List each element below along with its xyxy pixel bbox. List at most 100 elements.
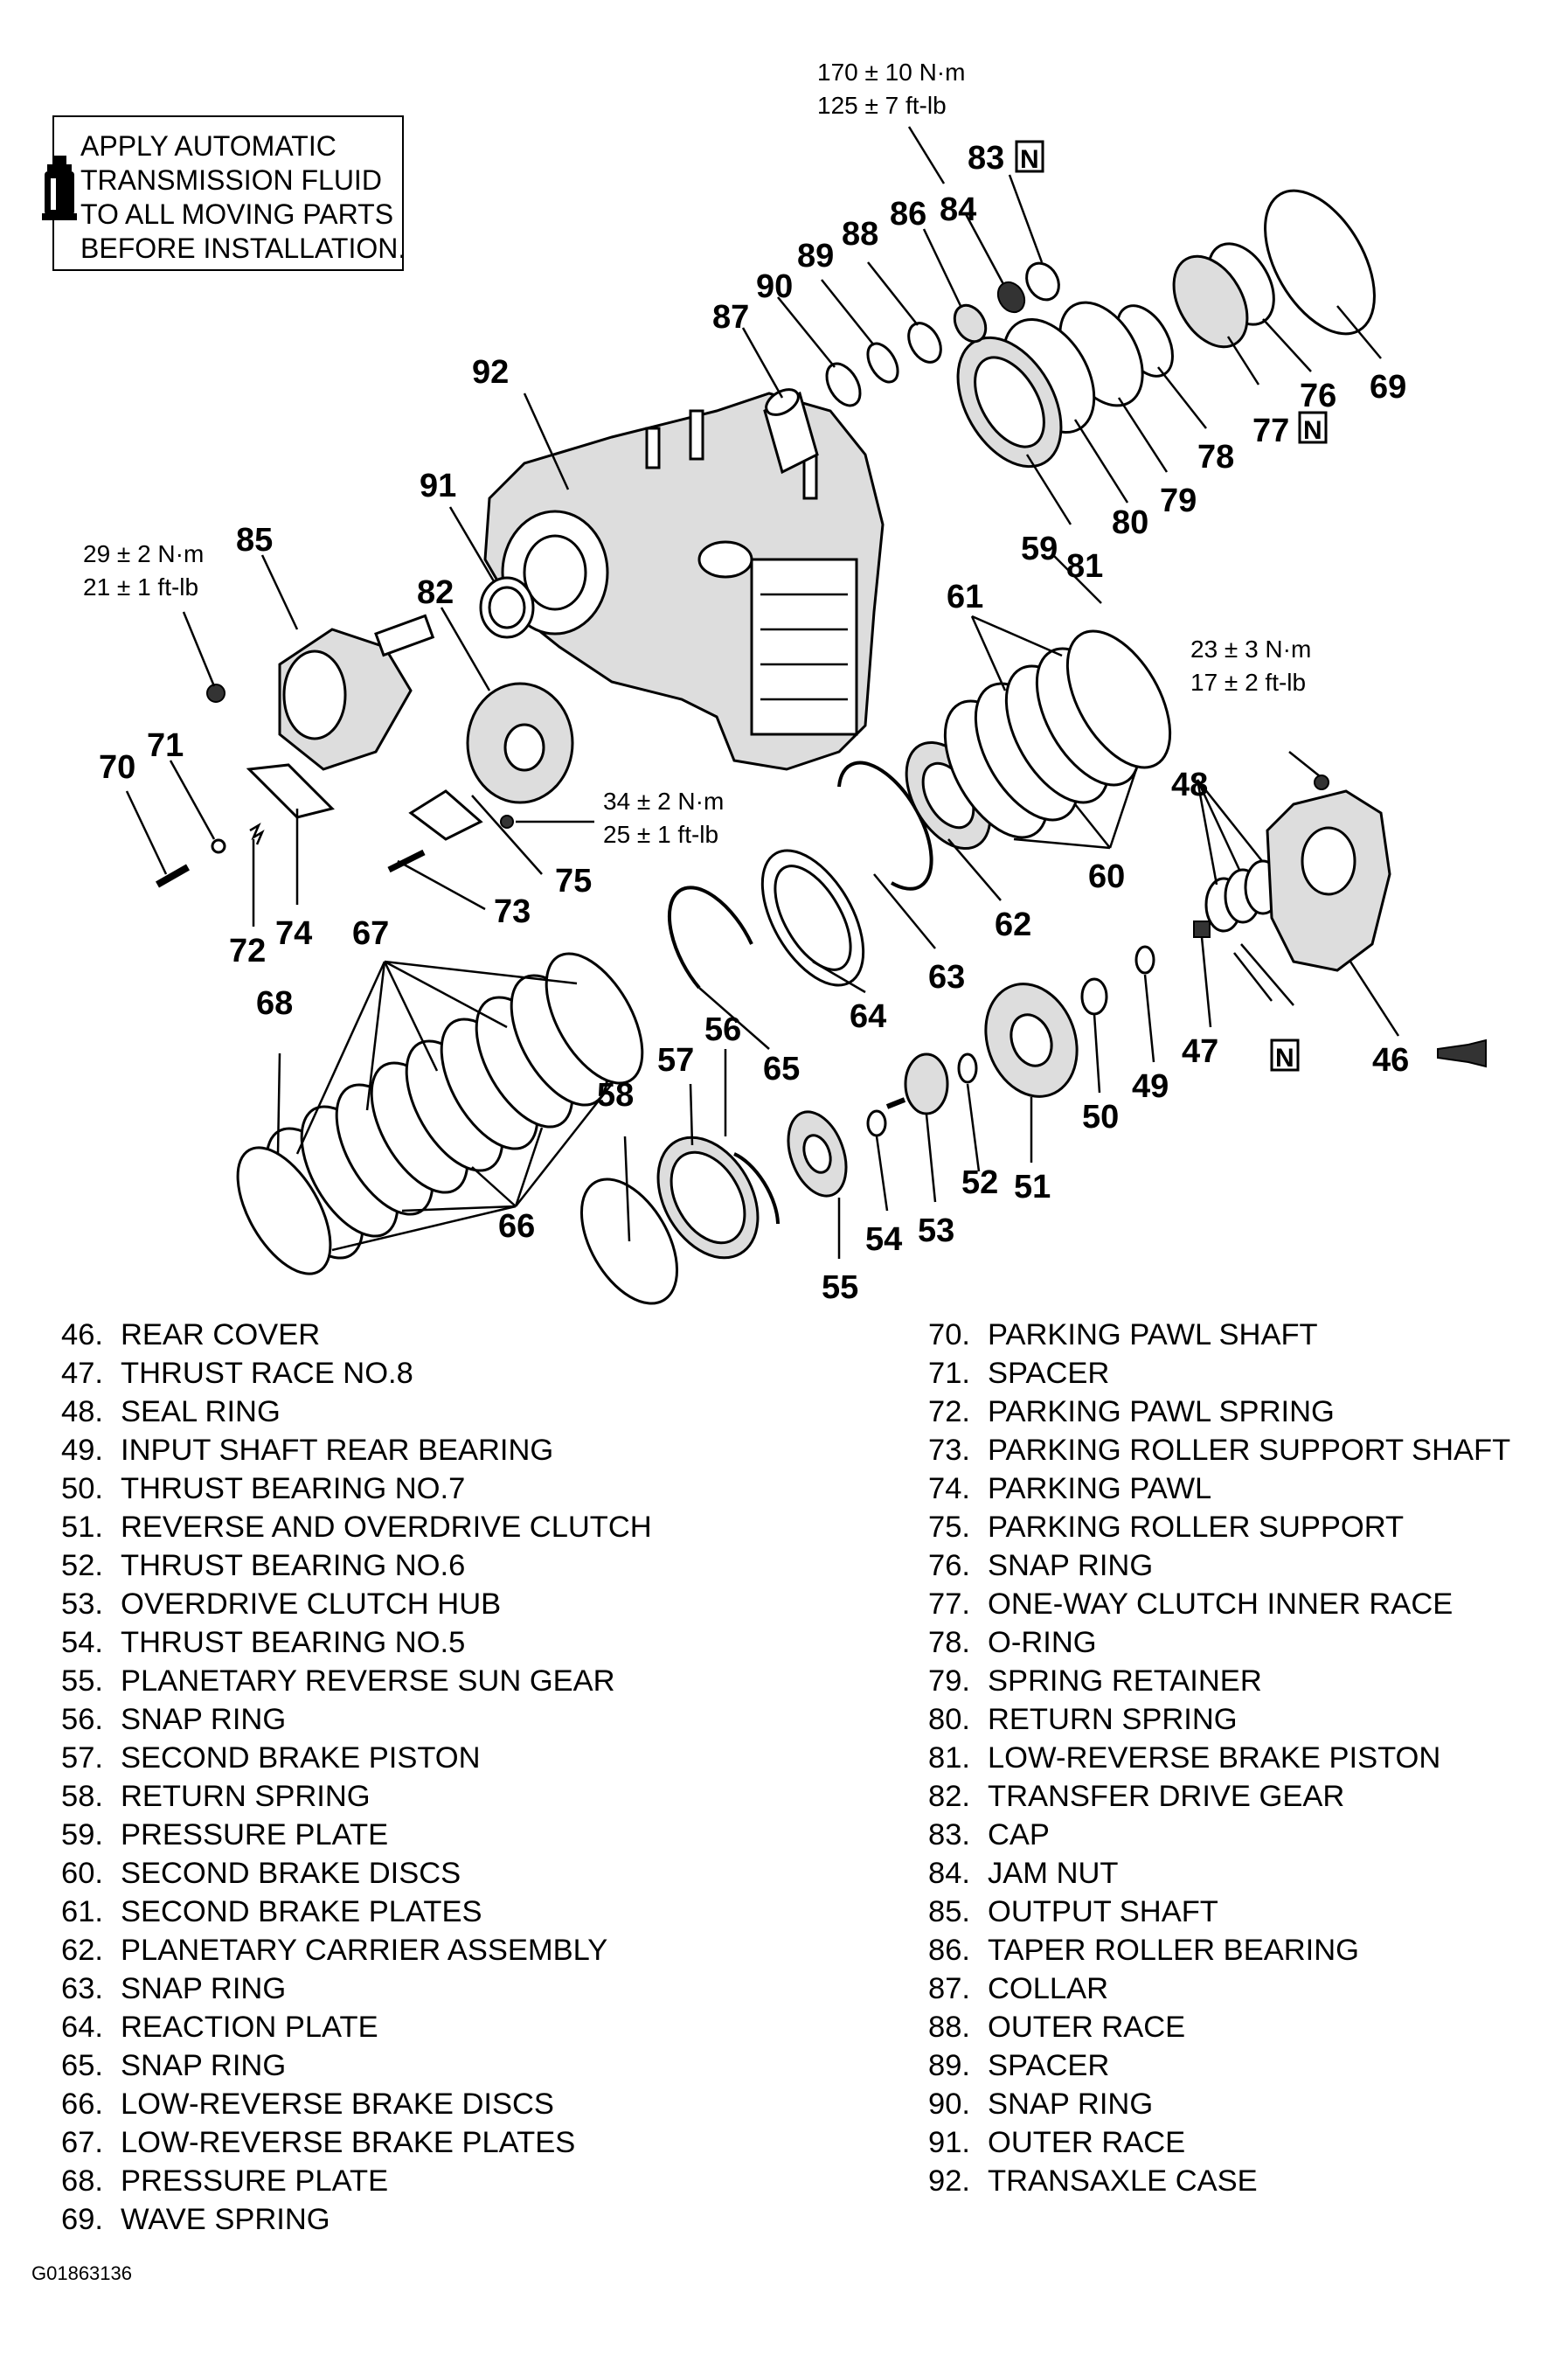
legend-part-name: SNAP RING: [121, 1703, 287, 1736]
new-part-marks: N N N: [1015, 140, 1328, 1073]
legend-part-number: 60.: [61, 1857, 103, 1890]
thrust-bearing-54: [866, 1109, 887, 1137]
new-mark-83: N: [1020, 145, 1039, 174]
callout-80: 80: [1112, 504, 1148, 541]
wave-spring-69: [1264, 189, 1376, 336]
callout-53: 53: [918, 1212, 954, 1249]
legend-row: 51.REVERSE AND OVERDRIVE CLUTCH: [31, 1508, 652, 1546]
torque-85-nm: 29 ± 2 N·m: [83, 540, 204, 567]
parking-pawl-spring-72: [249, 822, 265, 845]
callout-82: 82: [417, 574, 454, 611]
legend-part-number: 90.: [928, 2088, 970, 2121]
callout-65: 65: [763, 1051, 800, 1087]
callout-51: 51: [1014, 1169, 1051, 1205]
callout-70: 70: [99, 749, 135, 786]
legend-part-number: 82.: [928, 1780, 970, 1813]
legend-part-name: SNAP RING: [988, 1549, 1154, 1582]
legend-part-number: 59.: [61, 1818, 103, 1851]
legend-row: 49. INPUT SHAFT REAR BEARING: [31, 1431, 652, 1469]
legend-part-number: 53.: [61, 1587, 103, 1621]
legend-row: 50.THRUST BEARING NO.7: [31, 1469, 652, 1508]
pressure-plate-68: [236, 1146, 332, 1275]
legend-row: 66.LOW-REVERSE BRAKE DISCS: [31, 2085, 652, 2123]
callout-56: 56: [704, 1011, 741, 1048]
legend-part-number: 84.: [928, 1857, 970, 1890]
legend-part-name: SPACER: [988, 1357, 1110, 1390]
callout-64: 64: [850, 998, 886, 1035]
legend-row: 68.PRESSURE PLATE: [31, 2162, 652, 2200]
legend-row: 91.OUTER RACE: [898, 2123, 1510, 2162]
callout-55: 55: [822, 1269, 858, 1306]
legend-part-number: 49.: [61, 1434, 103, 1467]
legend-part-name: THRUST BEARING NO.7: [121, 1472, 466, 1505]
legend-part-number: 81.: [928, 1741, 970, 1775]
legend-part-name: RETURN SPRING: [121, 1780, 371, 1813]
legend-row: 70.PARKING PAWL SHAFT: [898, 1316, 1510, 1354]
legend-row: 72.PARKING PAWL SPRING: [898, 1393, 1510, 1431]
legend-part-name: SECOND BRAKE PLATES: [121, 1895, 482, 1928]
legend-part-name: SNAP RING: [121, 2049, 287, 2082]
snap-ring-90: [825, 362, 862, 407]
legend-row: 59. PRESSURE PLATE: [31, 1816, 652, 1854]
legend-row: 63.SNAP RING: [31, 1969, 652, 2008]
legend-row: 55.PLANETARY REVERSE SUN GEAR: [31, 1662, 652, 1700]
legend-part-name: PRESSURE PLATE: [121, 1818, 389, 1851]
legend-row: 80. RETURN SPRING: [898, 1700, 1510, 1739]
legend-row: 58. RETURN SPRING: [31, 1777, 652, 1816]
new-mark-83-box: [1015, 140, 1044, 173]
callout-91: 91: [420, 468, 456, 504]
legend-part-name: TRANSFER DRIVE GEAR: [988, 1780, 1345, 1813]
legend-row: 61. SECOND BRAKE PLATES: [31, 1893, 652, 1931]
callout-54: 54: [865, 1221, 902, 1258]
new-mark-77-box: [1298, 411, 1328, 444]
legend-part-name: COLLAR: [988, 1972, 1109, 2005]
callout-79: 79: [1160, 483, 1197, 519]
legend-part-name: SECOND BRAKE PISTON: [121, 1741, 481, 1775]
legend-part-name: SEAL RING: [121, 1395, 281, 1428]
legend-row: 75.PARKING ROLLER SUPPORT: [898, 1508, 1510, 1546]
legend-row: 52.THRUST BEARING NO.6: [31, 1546, 652, 1585]
legend-part-name: RETURN SPRING: [988, 1703, 1238, 1736]
legend-part-number: 63.: [61, 1972, 103, 2005]
pressure-plate-59: [1065, 629, 1172, 769]
legend-row: 85.OUTPUT SHAFT: [898, 1893, 1510, 1931]
callout-46: 46: [1372, 1042, 1409, 1079]
legend-row: 86.TAPER ROLLER BEARING: [898, 1931, 1510, 1969]
leader-lines: [125, 126, 1382, 1259]
legend-row: 48.SEAL RING: [31, 1393, 652, 1431]
snap-ring-65: [667, 886, 753, 990]
legend-row: 88.OUTER RACE: [898, 2008, 1510, 2046]
jam-nut-84: [996, 281, 1026, 314]
clutch-group: [579, 920, 1211, 1305]
legend-part-number: 58.: [61, 1780, 103, 1813]
legend-part-number: 80.: [928, 1703, 970, 1736]
legend-part-number: 70.: [928, 1318, 970, 1351]
low-reverse-brake-pack: [236, 952, 644, 1275]
legend-part-number: 61.: [61, 1895, 103, 1928]
legend-part-name: JAM NUT: [988, 1857, 1119, 1890]
legend-part-name: LOW-REVERSE BRAKE DISCS: [121, 2088, 554, 2121]
legend-part-number: 92.: [928, 2164, 970, 2198]
callout-73-74: 74: [275, 915, 312, 952]
legend-part-name: SPRING RETAINER: [988, 1664, 1262, 1698]
bolt-75: [500, 815, 514, 829]
new-mark-48: N: [1275, 1044, 1294, 1073]
transaxle-case: [483, 392, 885, 771]
outer-race-88: [907, 322, 942, 364]
parking-parts-group: [156, 763, 514, 888]
legend-part-number: 69.: [61, 2203, 103, 2236]
legend-part-name: INPUT SHAFT REAR BEARING: [121, 1434, 554, 1467]
callout-52: 52: [961, 1164, 998, 1201]
torque-46-nm: 23 ± 3 N·m: [1190, 636, 1311, 663]
parking-roller-support-shaft-73: [387, 849, 426, 873]
torque-84-nm: 170 ± 10 N·m: [817, 59, 965, 86]
legend-part-name: ONE-WAY CLUTCH INNER RACE: [988, 1587, 1454, 1621]
legend-part-number: 74.: [928, 1472, 970, 1505]
parking-pawl-74: [246, 763, 335, 819]
thrust-bearing-52: [957, 1052, 978, 1084]
legend-part-number: 85.: [928, 1895, 970, 1928]
legend-part-name: O-RING: [988, 1626, 1097, 1659]
callout-90: 90: [756, 268, 793, 305]
